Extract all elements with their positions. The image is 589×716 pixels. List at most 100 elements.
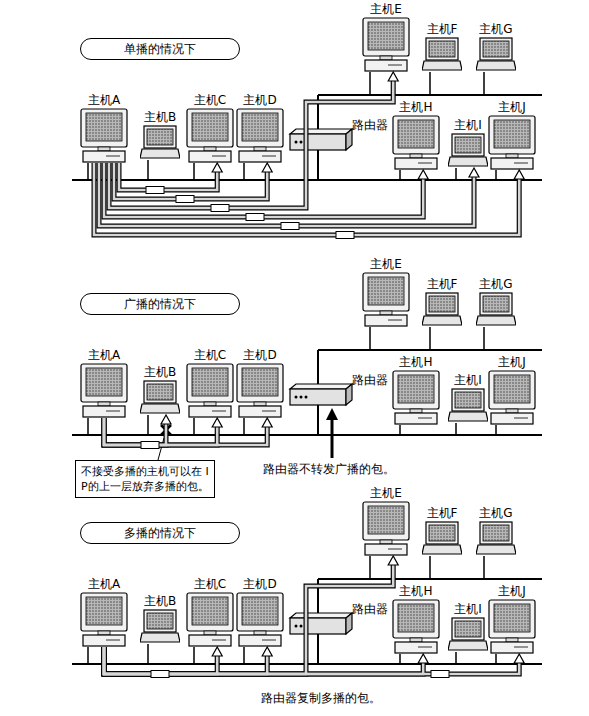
node-text: 主机F [422, 22, 462, 37]
arrowhead [514, 654, 524, 663]
packet-path [104, 647, 217, 674]
packet-path [104, 418, 267, 445]
host-computer: 主机D [236, 577, 284, 647]
packet [141, 442, 159, 449]
node-text: 主机D [236, 93, 284, 108]
host-computer: 主机E [362, 486, 410, 556]
host-computer: 主机J [488, 355, 536, 425]
host-computer: 主机C [186, 93, 234, 163]
arrowhead [388, 72, 398, 81]
packet-path [104, 418, 217, 445]
node-text: 主机I [448, 602, 488, 617]
node-text: 主机B [140, 594, 180, 609]
packet-path [104, 418, 217, 445]
pipe-fills [94, 81, 519, 674]
pointer-arrowhead [326, 408, 338, 420]
node-text: 主机A [80, 93, 128, 108]
packet-path [109, 81, 393, 208]
node-text: 主机C [186, 93, 234, 108]
node-text: 路由器 [352, 118, 388, 133]
node-text: 主机J [488, 355, 536, 370]
router-box: 路由器 [290, 114, 400, 152]
packet-path [104, 418, 166, 445]
host-computer: 主机A [80, 577, 128, 647]
host-computer: 主机B [140, 365, 180, 415]
host-computer: 主机F [422, 277, 462, 327]
arrowhead [212, 163, 222, 172]
host-computer: 主机I [448, 118, 488, 168]
node-text: 主机E [362, 257, 410, 272]
packet-path [104, 647, 267, 674]
packet-path [104, 647, 217, 674]
packet-path [104, 418, 267, 445]
note-label: 路由器复制多播的包。 [260, 691, 382, 706]
arrowhead [212, 418, 222, 427]
host-computer: 主机J [488, 100, 536, 170]
note-label: 路由器不转发广播的包。 [262, 462, 396, 477]
node-text: 主机H [392, 355, 440, 370]
packet-path [94, 163, 519, 235]
packet-path [104, 565, 393, 674]
pointer-arrow [331, 418, 334, 458]
callout-note: 不接受多播的主机可以在 IP的上一层放弃多播的包。 [75, 460, 215, 498]
node-text: 不接受多播的主机可以在 IP的上一层放弃多播的包。 [81, 464, 209, 494]
arrowhead [388, 556, 398, 565]
arrowhead [161, 415, 171, 424]
router-box: 路由器 [290, 598, 400, 636]
pipe-outlines [94, 81, 519, 674]
node-text: 主机A [80, 577, 128, 592]
node-text: 主机J [488, 584, 536, 599]
node-text: 单播的情况下 [124, 42, 196, 57]
node-text: 主机D [236, 577, 284, 592]
arrowhead [418, 654, 428, 663]
scene-title-pill: 单播的情况下 [80, 38, 240, 60]
host-computer: 主机F [422, 506, 462, 556]
node-text: 主机H [392, 100, 440, 115]
broadcast-network [72, 273, 542, 435]
packet-path [109, 81, 393, 208]
arrowhead [262, 647, 272, 656]
packet-path [114, 163, 267, 199]
node-text: 主机F [422, 506, 462, 521]
arrowhead [212, 647, 222, 656]
packet-path [104, 647, 267, 674]
packet-path [104, 647, 423, 674]
scene-title-pill: 广播的情况下 [80, 293, 240, 315]
node-text: 路由器 [352, 373, 388, 388]
host-computer: 主机I [448, 373, 488, 423]
host-computer: 主机D [236, 348, 284, 418]
broadcast-extras [158, 408, 338, 460]
host-computer: 主机A [80, 348, 128, 418]
arrowhead [418, 170, 428, 179]
host-computer: 主机I [448, 602, 488, 652]
node-text: 主机D [236, 348, 284, 363]
host-computer: 主机H [392, 584, 440, 654]
node-text: 主机C [186, 348, 234, 363]
host-computer: 主机A [80, 93, 128, 163]
host-computer: 主机D [236, 93, 284, 163]
packets [141, 187, 449, 678]
node-text: 路由器 [352, 602, 388, 617]
host-computer: 主机F [422, 22, 462, 72]
packet [336, 232, 354, 239]
host-computer: 主机G [476, 277, 516, 327]
node-text: 主机E [362, 2, 410, 17]
host-computer: 主机B [140, 594, 180, 644]
host-computer: 主机J [488, 584, 536, 654]
scene-title-pill: 多播的情况下 [80, 522, 240, 544]
packet-path [104, 565, 393, 674]
packet-path [104, 163, 423, 217]
host-computer: 主机B [140, 110, 180, 160]
packet-path [104, 647, 519, 674]
packet [211, 205, 229, 212]
packet [246, 214, 264, 221]
packet-path [104, 647, 423, 674]
host-computer: 主机E [362, 257, 410, 327]
host-computer: 主机G [476, 22, 516, 72]
host-computer: 主机H [392, 355, 440, 425]
packet [431, 671, 449, 678]
node-text: 广播的情况下 [124, 297, 196, 312]
arrowhead [469, 168, 479, 177]
node-text: 主机B [140, 365, 180, 380]
